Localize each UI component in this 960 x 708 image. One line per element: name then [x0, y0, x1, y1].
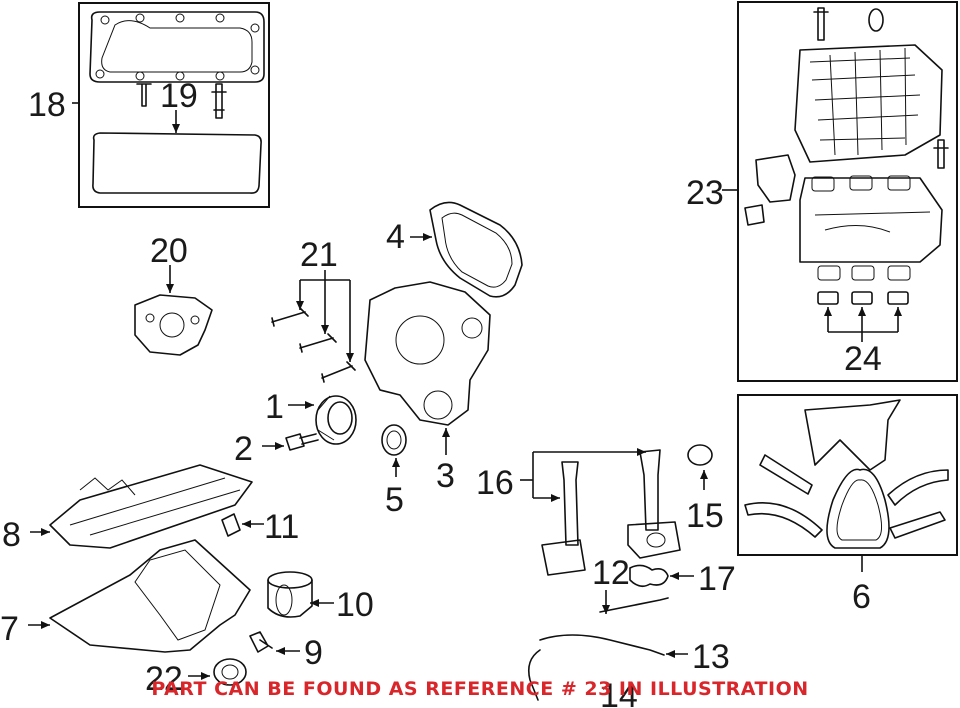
valve-cover-gasket-part [89, 11, 265, 194]
callout-4: 4 [386, 218, 405, 256]
damper-bolt-part [285, 433, 319, 451]
callout-2: 2 [234, 430, 253, 468]
callout-18: 18 [28, 86, 66, 124]
callout-14: 14 [600, 677, 638, 708]
callout-7: 7 [0, 610, 19, 648]
callout-22: 22 [145, 660, 183, 698]
callout-6: 6 [852, 578, 871, 616]
callout-13: 13 [692, 638, 730, 676]
callout-20: 20 [150, 232, 188, 270]
oil-filter-adapter-part [221, 513, 241, 537]
callout-11: 11 [264, 508, 299, 546]
callout-1: 1 [265, 388, 284, 426]
callout-12: 12 [592, 554, 630, 592]
callout-21: 21 [300, 236, 338, 274]
cover-bolts-part [271, 307, 356, 383]
timing-cover-gasket-part [429, 201, 523, 298]
upper-oil-pan-part [49, 464, 253, 549]
dipstick-tube-part [527, 597, 669, 701]
callout-17: 17 [698, 560, 736, 598]
fill-tube-gasket-part [629, 564, 669, 588]
callout-24: 24 [844, 340, 882, 378]
callout-16: 16 [476, 464, 514, 502]
timing-kit-box [737, 394, 958, 556]
oil-fill-tubes-part [541, 449, 681, 576]
intake-manifold-part [744, 7, 949, 305]
callout-19: 19 [160, 77, 198, 115]
callout-15: 15 [686, 497, 724, 535]
callout-8: 8 [2, 516, 21, 554]
callout-9: 9 [304, 634, 323, 672]
oil-pump-part [134, 294, 213, 356]
crankshaft-seal-part [381, 424, 407, 456]
vibration-damper-part [315, 395, 357, 445]
callout-5: 5 [385, 481, 404, 519]
callout-23: 23 [686, 174, 724, 212]
oil-pressure-sender-part [213, 658, 247, 686]
timing-cover-part [364, 281, 491, 426]
drain-plug-part [249, 631, 273, 653]
reference-notice: PART CAN BE FOUND AS REFERENCE # 23 IN I… [151, 678, 809, 700]
oil-cap-part [687, 444, 713, 466]
valve-cover-box [78, 2, 270, 208]
timing-chain-kit-part [744, 399, 949, 549]
callout-3: 3 [436, 457, 455, 495]
intake-manifold-box [737, 1, 958, 382]
callout-10: 10 [336, 586, 374, 624]
oil-filter-part [267, 571, 313, 618]
lower-oil-pan-part [49, 539, 251, 653]
